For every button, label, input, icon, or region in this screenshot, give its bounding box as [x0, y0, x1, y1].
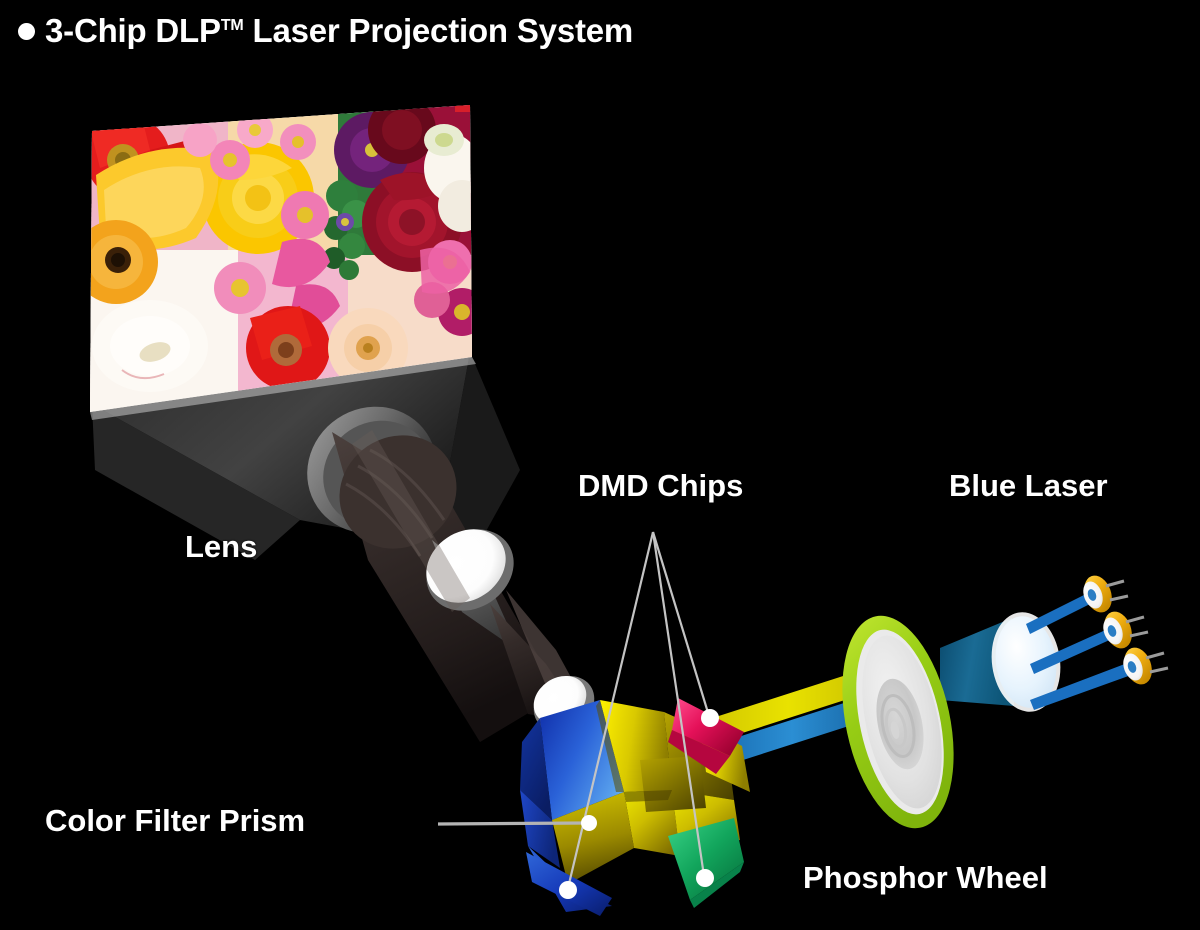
- label-blue-laser: Blue Laser: [949, 468, 1108, 503]
- label-lens: Lens: [185, 529, 258, 564]
- laser-diode-1: [1083, 575, 1129, 613]
- dmd-chip-green: [668, 818, 744, 908]
- page-title: 3-Chip DLPTM Laser Projection System: [45, 14, 633, 47]
- color-filter-prism: [520, 698, 750, 916]
- condenser-lens: [991, 612, 1061, 712]
- blue-laser-diodes: [1026, 575, 1169, 710]
- laser-beam-3: [1030, 662, 1134, 710]
- page-title-main: 3-Chip DLP: [45, 12, 221, 49]
- label-dmd-chips: DMD Chips: [578, 468, 744, 503]
- prism-leader-line: [437, 815, 597, 831]
- laser-beam-2: [1030, 628, 1114, 674]
- page-title-rest: Laser Projection System: [243, 12, 634, 49]
- phosphor-wheel: [842, 615, 954, 829]
- laser-diode-3: [1123, 647, 1169, 685]
- dmd-leader-dots: [559, 709, 719, 899]
- page-header: 3-Chip DLPTM Laser Projection System: [18, 14, 633, 47]
- trademark-symbol: TM: [220, 17, 244, 34]
- laser-beam-1: [1026, 592, 1094, 634]
- dmd-leader-lines: [566, 531, 711, 889]
- projected-image-screen: [90, 105, 476, 420]
- label-phosphor-wheel: Phosphor Wheel: [803, 860, 1048, 895]
- laser-diode-2: [1103, 611, 1149, 649]
- label-color-filter-prism: Color Filter Prism: [45, 803, 306, 838]
- bullet-dot-icon: [18, 23, 35, 40]
- yellow-blue-light-beam: [700, 668, 880, 770]
